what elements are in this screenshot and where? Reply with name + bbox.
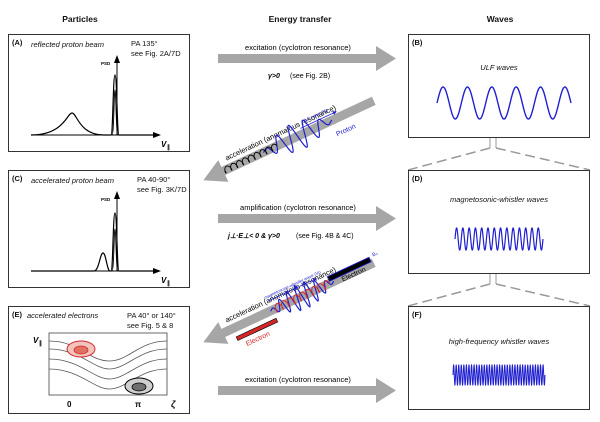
- arrow-5-label: excitation (cyclotron resonance): [245, 375, 351, 384]
- particles-header: Particles: [62, 14, 98, 24]
- panel-c-ref: see Fig. 3K/7D: [137, 185, 187, 194]
- energy-transfer-header: Energy transfer: [268, 14, 332, 24]
- panel-e-xzeta: ζ: [171, 399, 176, 409]
- electron-beam-black: [326, 256, 372, 282]
- panel-a-xsub: ∥: [167, 144, 170, 151]
- panel-c-tag: (C): [12, 174, 23, 183]
- panel-c-pa: PA 40-90°: [137, 175, 171, 184]
- panel-c-plot: PSD V ∥: [31, 191, 170, 287]
- panel-e-ysub: ∥: [39, 340, 42, 347]
- panel-c-curve-inner: [111, 228, 119, 272]
- panel-c-xlabel: V: [161, 276, 167, 285]
- panel-e-frame: [48, 332, 168, 396]
- panel-f: (F) high-frequency whistler waves: [408, 306, 590, 410]
- panel-a-xlabel: V: [161, 140, 167, 149]
- electron-beam-red: [235, 317, 279, 341]
- panel-d-title: magnetosonic-whistler waves: [450, 195, 548, 204]
- panel-d-tag: (D): [412, 174, 423, 183]
- panel-a-plot: PSD V ∥: [30, 55, 170, 151]
- panel-e: (E) accelerated electrons PA 40° or 140°…: [8, 306, 190, 414]
- panel-e-plot: V ∥ 0 π ζ: [33, 332, 176, 409]
- panel-b-plot: [436, 86, 572, 120]
- panel-c-xsub: ∥: [167, 280, 170, 287]
- arrow-acceleration-proton: acceleration (anomalous resonance) Proto…: [203, 96, 376, 182]
- arrow-3-sub: j⊥·E⊥< 0 & γ>0: [227, 232, 280, 240]
- panel-e-ref: see Fig. 5 & 8: [127, 321, 174, 330]
- arrow-3-ref: (see Fig. 4B & 4C): [296, 233, 354, 240]
- waves-header: Waves: [486, 14, 514, 24]
- arrow-4-b0: B₀: [371, 251, 378, 259]
- zoom-connector-df: [408, 274, 590, 306]
- panel-e-black-core: [131, 382, 147, 392]
- panel-e-contour-1: [48, 340, 168, 362]
- panel-e-tag: (E): [12, 310, 22, 319]
- arrow-1-label: excitation (cyclotron resonance): [245, 43, 351, 52]
- magnetosonic-whistler-wave: [454, 227, 544, 251]
- panel-a: (A) reflected proton beam PA 135° see Fi…: [8, 34, 190, 152]
- panel-a-ylabel: PSD: [101, 61, 111, 66]
- panel-a-curve: [30, 74, 157, 136]
- panel-a-pa: PA 135°: [131, 39, 158, 48]
- panel-f-tag: (F): [412, 310, 422, 319]
- panel-b-tag: (B): [412, 38, 423, 47]
- panel-c-y-arrow: [114, 191, 120, 199]
- panel-f-title: high-frequency whistler waves: [448, 337, 550, 346]
- panel-b-title: ULF waves: [480, 63, 518, 72]
- panel-a-title: reflected proton beam: [31, 40, 104, 49]
- panel-e-x0: 0: [67, 400, 72, 409]
- panel-e-ylabel: V: [33, 336, 39, 345]
- ulf-wave: [436, 86, 572, 120]
- zoom-connector-bd: [408, 138, 590, 170]
- electron-wave-packet: magnetosonic-whistler wave (Vp Electron …: [235, 251, 379, 348]
- arrow-3-label: amplification (cyclotron resonance): [240, 203, 356, 212]
- panel-e-contour-4: [48, 368, 168, 390]
- panel-c: (C) accelerated proton beam PA 40-90° se…: [8, 170, 190, 288]
- panel-e-contour-3: [48, 358, 168, 380]
- panel-e-contour-2: [48, 348, 168, 370]
- panel-c-ylabel: PSD: [101, 197, 111, 202]
- panel-a-tag: (A): [12, 38, 23, 47]
- panel-e-pa: PA 40° or 140°: [127, 311, 176, 320]
- panel-d: (D) magnetosonic-whistler waves: [408, 170, 590, 274]
- panel-b: (B) ULF waves: [408, 34, 590, 138]
- panel-a-curve-inner: [111, 89, 119, 136]
- arrow-1-ref: (see Fig. 2B): [290, 73, 330, 80]
- panel-e-title: accelerated electrons: [27, 311, 99, 320]
- arrow-2-particle: Proton: [335, 123, 357, 138]
- panel-a-y-arrow: [114, 55, 120, 63]
- panel-e-red-core: [73, 345, 89, 355]
- arrow-excitation-1: excitation (cyclotron resonance) γ>0 (se…: [218, 43, 396, 80]
- panel-f-plot: [452, 363, 546, 387]
- panel-c-curve: [31, 212, 157, 272]
- arrow-excitation-2: excitation (cyclotron resonance): [218, 375, 396, 403]
- energy-transfer-arrows: excitation (cyclotron resonance) γ>0 (se…: [203, 43, 396, 403]
- high-frequency-whistler-wave: [452, 363, 546, 387]
- panel-e-xpi: π: [135, 400, 141, 409]
- panel-d-plot: [454, 227, 544, 251]
- panel-a-ref: see Fig. 2A/7D: [131, 49, 181, 58]
- arrow-1-sub: γ>0: [268, 73, 280, 80]
- arrow-amplification: amplification (cyclotron resonance) j⊥·E…: [218, 203, 396, 240]
- panel-c-title: accelerated proton beam: [31, 176, 114, 185]
